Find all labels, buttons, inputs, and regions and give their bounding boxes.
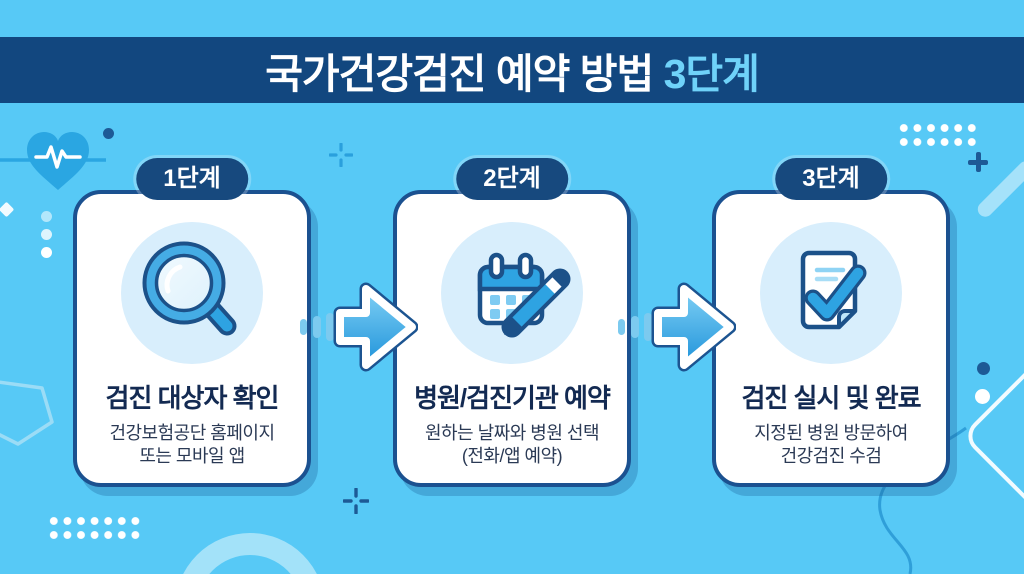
dot-grid-bottom-left	[47, 514, 143, 542]
white-diamond-left	[0, 201, 15, 218]
step-icon-circle-2	[441, 222, 583, 364]
page-title: 국가건강검진 예약 방법 3단계	[265, 51, 760, 97]
calendar-pencil-icon	[477, 252, 571, 338]
step-badge-3: 3단계	[775, 158, 887, 200]
step-title-3: 검진 실시 및 완료	[741, 383, 921, 413]
title-banner: 국가건강검진 예약 방법 3단계	[0, 37, 1024, 103]
step-icon-circle-3	[760, 222, 902, 364]
step-card-1: 1단계 검진 대상자 확인 건강보험공단 홈페이지 또는 모바일 앱	[73, 158, 311, 487]
step-desc-3: 지정된 병원 방문하여 건강검진 수검	[754, 423, 908, 467]
step-desc-1: 건강보험공단 홈페이지 또는 모바일 앱	[109, 423, 275, 467]
step-card-3: 3단계 검진 실시 및 완료 지정된 병원 방문하여 건강검진 수검	[712, 158, 950, 487]
step-badge-2: 2단계	[456, 158, 568, 200]
step-title-1: 검진 대상자 확인	[105, 383, 280, 413]
pentagon-outline-left	[0, 380, 54, 446]
step-title-2: 병원/검진기관 예약	[414, 383, 611, 413]
vertical-dots-left	[41, 211, 52, 265]
arrow-step2-to-step3	[618, 282, 736, 372]
dot-grid-top-right	[897, 121, 979, 149]
heartbeat-icon	[0, 132, 106, 190]
step-icon-circle-1	[121, 222, 263, 364]
crosshair-sparkle-top	[329, 143, 353, 167]
crosshair-sparkle-bottom	[343, 488, 369, 514]
magnifier-icon	[142, 241, 237, 336]
step-badge-1: 1단계	[136, 158, 248, 200]
ring-circle-bottom-left	[175, 533, 325, 574]
step-card-2: 2단계 병원/검진기관 예약 원하는 날짜와 병원 선택 (전화/앱 예약)	[393, 158, 631, 487]
plus-mark-top-right	[968, 152, 988, 172]
step-desc-2: 원하는 날짜와 병원 선택 (전화/앱 예약)	[424, 423, 600, 467]
white-dot-right	[975, 389, 990, 404]
navy-dot-top-left	[103, 128, 114, 139]
document-check-icon	[800, 250, 867, 330]
page-title-accent: 3단계	[663, 51, 760, 97]
arrow-step1-to-step2	[300, 282, 418, 372]
navy-dot-right	[977, 362, 990, 375]
